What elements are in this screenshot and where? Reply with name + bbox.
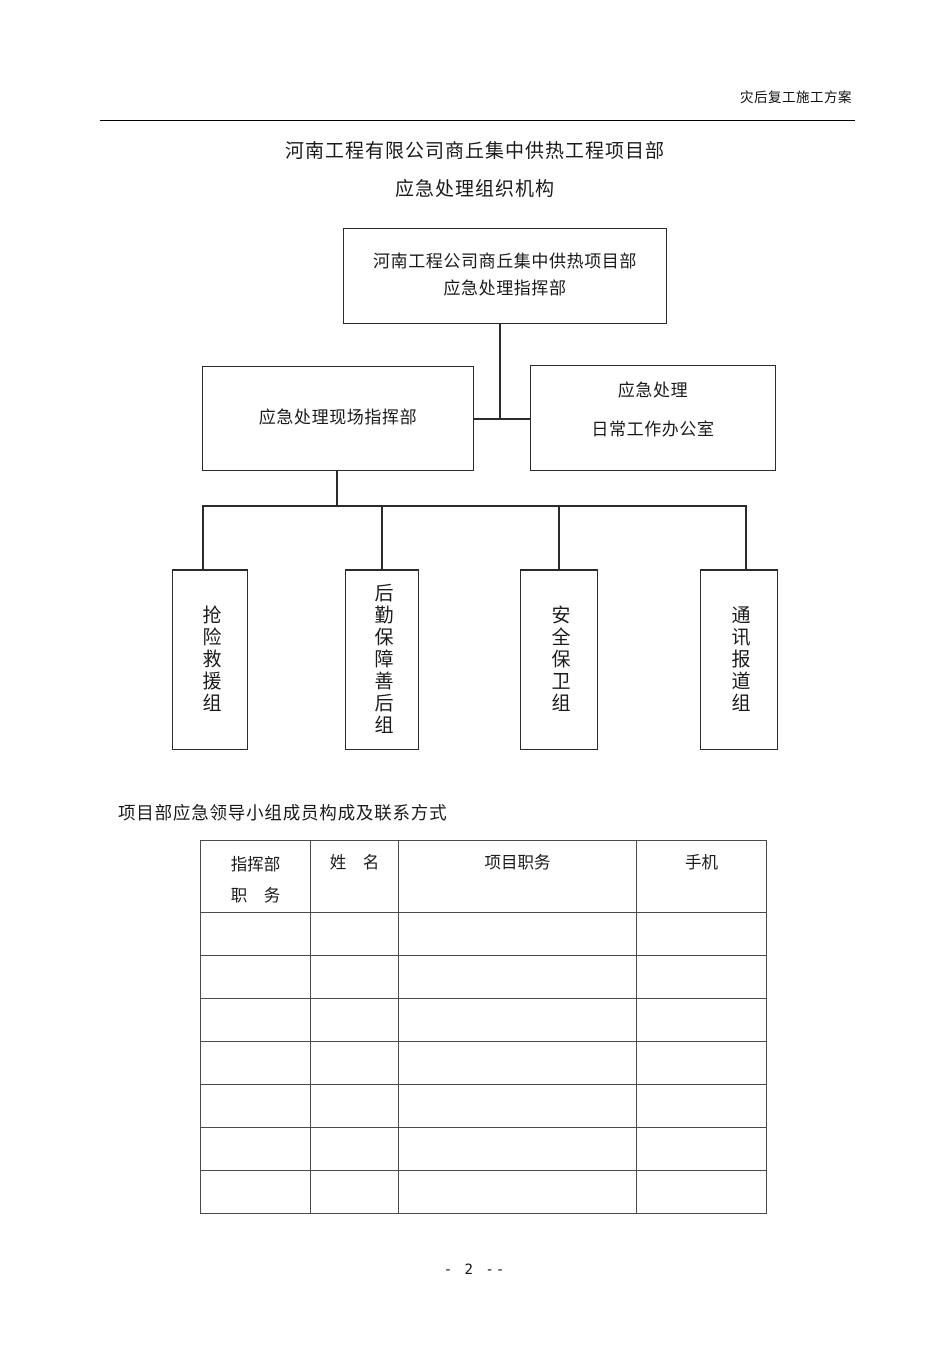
roster-cell-post[interactable] [200,997,311,1042]
connector-root-stem [499,324,501,370]
org-node-site-command-label: 应急处理现场指挥部 [258,407,418,428]
org-node-group-rescue: 抢险救援组 [172,570,248,750]
roster-cell-post[interactable] [200,911,311,956]
org-chart: 河南工程公司商丘集中供热项目部 应急处理指挥部 应急处理现场指挥部 应急处理 日… [172,228,778,750]
connector-dropper-rescue [202,505,204,570]
roster-cell-mobile[interactable] [636,954,767,999]
roster-cell-duty[interactable] [398,1083,637,1128]
connector-cap-communications [700,569,778,571]
roster-cell-mobile[interactable] [636,1169,767,1214]
page-number-footer: - 2 -- [443,1262,507,1278]
roster-cell-mobile[interactable] [636,1040,767,1085]
org-node-headquarters: 河南工程公司商丘集中供热项目部 应急处理指挥部 [343,228,667,324]
roster-cell-duty[interactable] [398,1040,637,1085]
roster-column-header-duty: 项目职务 [398,840,637,913]
org-node-daily-office: 应急处理 日常工作办公室 [530,365,776,471]
roster-column-header-post-line-2: 职 务 [230,886,281,906]
connector-dropper-security [558,505,560,570]
roster-cell-post[interactable] [200,1169,311,1214]
roster-cell-duty[interactable] [398,911,637,956]
roster-cell-duty[interactable] [398,954,637,999]
connector-dropper-logistics [381,505,383,570]
org-node-group-security: 安全保卫组 [520,570,598,750]
org-node-daily-office-line-2: 日常工作办公室 [591,420,715,441]
running-header-title: 灾后复工施工方案 [740,90,852,106]
document-title-line-1: 河南工程有限公司商丘集中供热工程项目部 [284,140,665,162]
table-row [200,954,767,999]
org-node-site-command: 应急处理现场指挥部 [202,366,474,471]
roster-cell-mobile[interactable] [636,1126,767,1171]
roster-column-header-mobile: 手机 [636,840,767,913]
roster-cell-name[interactable] [310,911,399,956]
connector-root-to-crossbar [499,370,501,420]
roster-section-heading: 项目部应急领导小组成员构成及联系方式 [118,804,448,824]
roster-cell-duty[interactable] [398,1169,637,1214]
roster-cell-duty[interactable] [398,1126,637,1171]
roster-cell-post[interactable] [200,1083,311,1128]
header-divider-rule [100,120,855,121]
roster-cell-duty[interactable] [398,997,637,1042]
org-node-group-communications-label: 通讯报道组 [728,605,751,715]
table-row [200,1169,767,1214]
roster-column-header-name: 姓 名 [310,840,399,913]
org-node-headquarters-line-2: 应急处理指挥部 [443,279,567,299]
roster-cell-name[interactable] [310,1083,399,1128]
table-row [200,1126,767,1171]
roster-cell-mobile[interactable] [636,911,767,956]
roster-cell-post[interactable] [200,1126,311,1171]
table-row [200,1083,767,1128]
org-node-group-rescue-label: 抢险救援组 [199,605,222,715]
roster-table: 指挥部 职 务 姓 名 项目职务 手机 [200,840,767,1214]
roster-cell-post[interactable] [200,954,311,999]
roster-column-header-post: 指挥部 职 务 [200,840,311,913]
roster-column-header-post-line-1: 指挥部 [230,855,281,874]
connector-site-command-stem [336,471,338,506]
connector-distribution-bus [202,505,746,507]
roster-cell-mobile[interactable] [636,997,767,1042]
roster-cell-name[interactable] [310,1126,399,1171]
roster-cell-mobile[interactable] [636,1083,767,1128]
roster-cell-name[interactable] [310,997,399,1042]
document-title-line-2: 应急处理组织机构 [394,178,555,200]
connector-dropper-communications [745,505,747,570]
table-row [200,997,767,1042]
table-row [200,911,767,956]
roster-cell-name[interactable] [310,1169,399,1214]
org-node-group-logistics-label: 后勤保障善后组 [371,583,394,737]
table-row [200,1040,767,1085]
org-node-group-communications: 通讯报道组 [700,570,778,750]
org-node-daily-office-line-1: 应急处理 [617,381,689,401]
connector-cap-rescue [172,569,248,571]
connector-cap-logistics [345,569,419,571]
connector-tier2-crossbar [474,418,530,420]
org-node-group-logistics: 后勤保障善后组 [345,570,419,750]
roster-header-row: 指挥部 职 务 姓 名 项目职务 手机 [200,840,767,913]
org-node-group-security-label: 安全保卫组 [548,605,571,715]
connector-cap-security [520,569,598,571]
roster-cell-post[interactable] [200,1040,311,1085]
roster-cell-name[interactable] [310,954,399,999]
roster-cell-name[interactable] [310,1040,399,1085]
org-node-headquarters-line-1: 河南工程公司商丘集中供热项目部 [373,251,637,272]
